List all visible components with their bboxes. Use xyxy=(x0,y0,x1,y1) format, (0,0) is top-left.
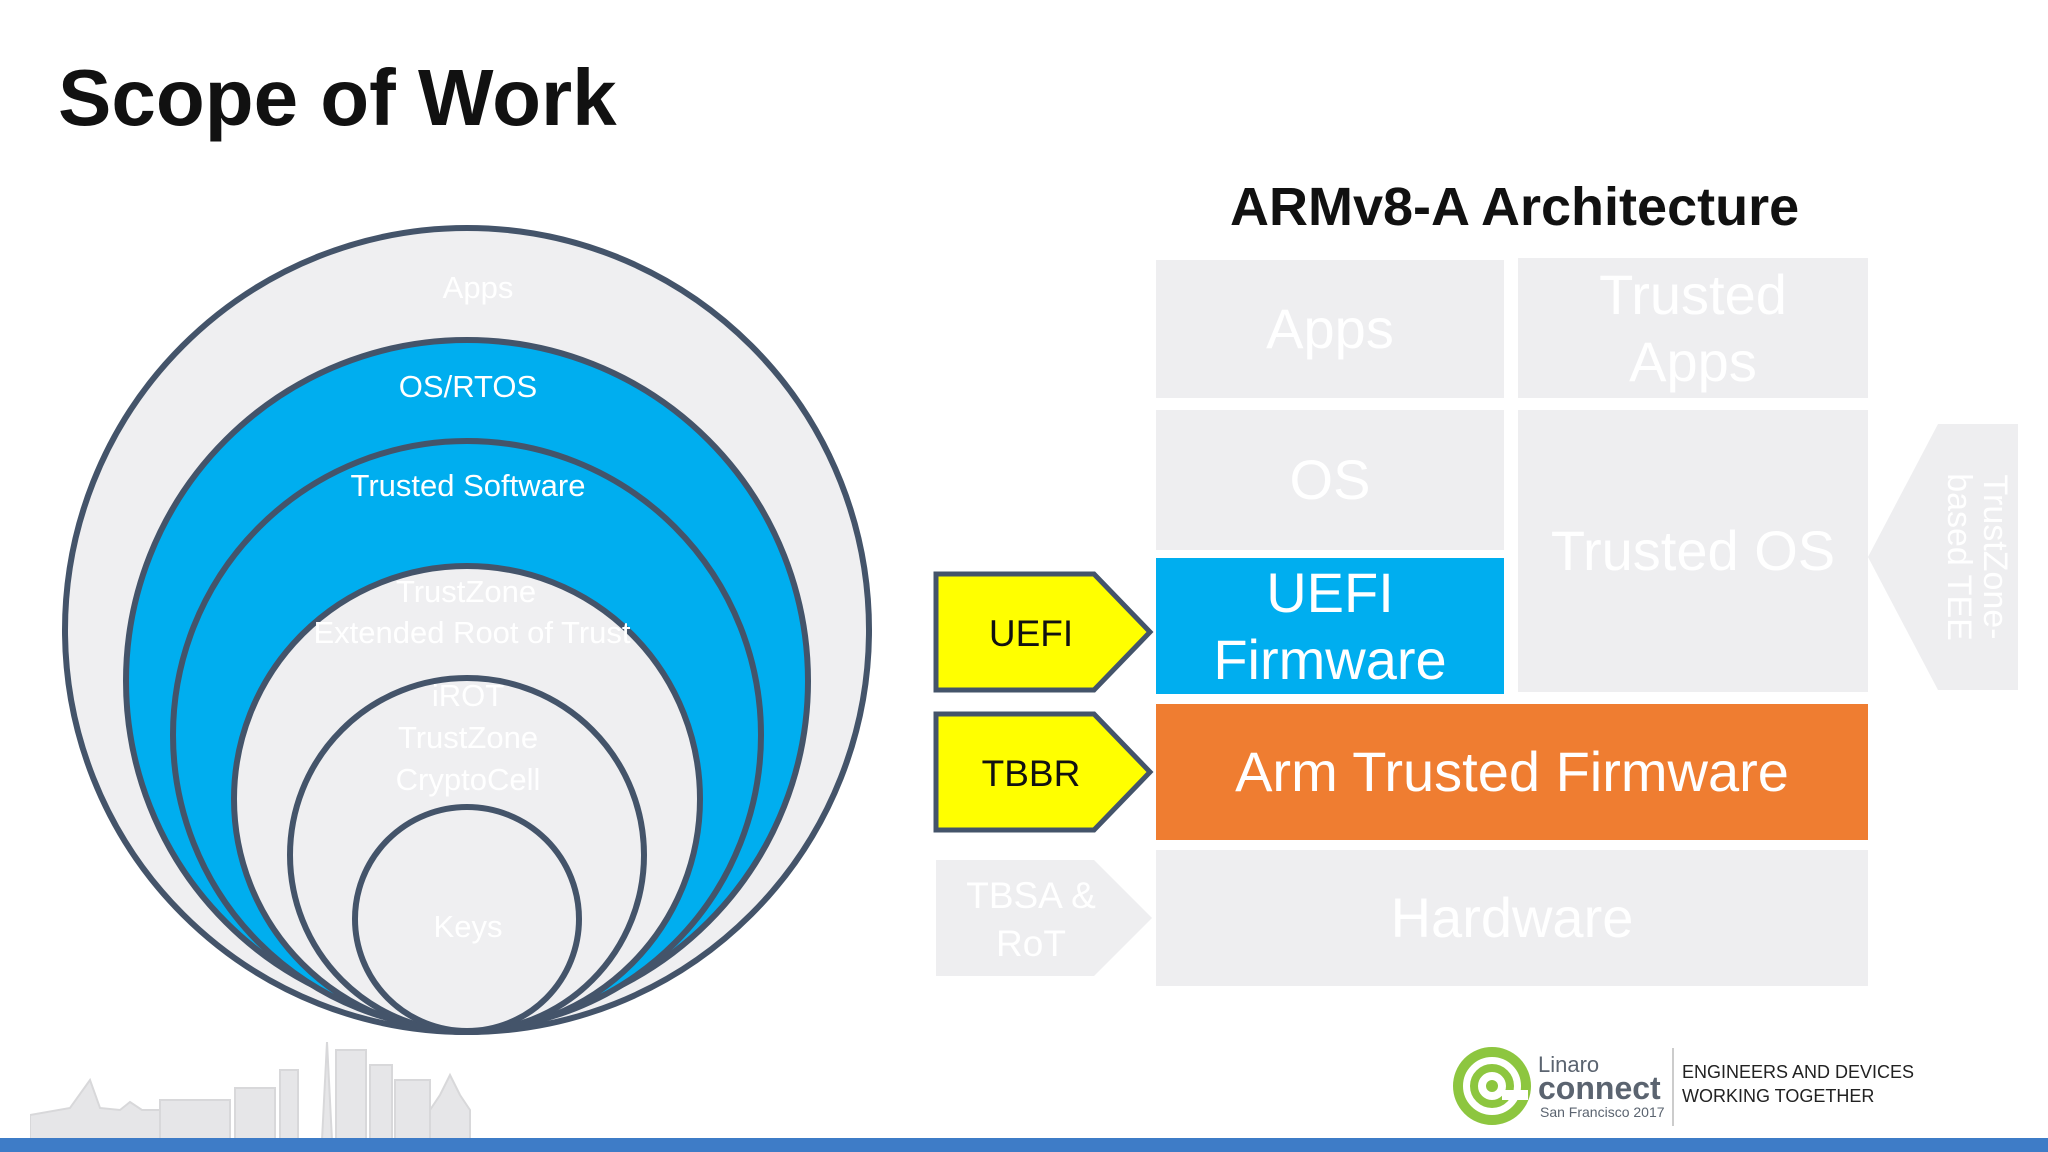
tee-arrow-label-1: TrustZone- xyxy=(1976,474,2014,639)
footer-divider xyxy=(1672,1048,1674,1126)
skyline-graphic xyxy=(30,1041,471,1140)
tbsa-arrow-label-2: RoT xyxy=(996,923,1066,964)
circle-label-os-rtos: OS/RTOS xyxy=(399,369,537,404)
brand-connect: connect xyxy=(1538,1070,1661,1106)
circle-label-irot-trustzone: TrustZone xyxy=(398,720,538,755)
block-os: OS xyxy=(1156,410,1504,550)
tbbr-arrow-shape xyxy=(933,711,1154,833)
brand-location: San Francisco 2017 xyxy=(1540,1104,1665,1120)
block-trusted-apps-label-1: Trusted xyxy=(1599,262,1787,326)
block-trusted-apps: Trusted Apps xyxy=(1518,258,1868,398)
block-os-label: OS xyxy=(1289,448,1371,512)
footer-tagline-line-1: ENGINEERS AND DEVICES xyxy=(1682,1062,1915,1082)
circle-label-trustzone: TrustZone xyxy=(396,574,536,609)
tee-arrow-label-2: based TEE xyxy=(1940,473,1978,641)
block-hardware-label: Hardware xyxy=(1390,886,1634,950)
scope-circles-diagram: Apps OS/RTOS Trusted Software TrustZone … xyxy=(62,225,872,1035)
tbbr-arrow-label: TBBR xyxy=(982,753,1081,794)
tbsa-arrow-label-1: TBSA & xyxy=(966,875,1096,916)
block-uefi-firmware-label-1: UEFI xyxy=(1266,560,1394,624)
circle-label-irot: iROT xyxy=(432,678,504,713)
circle-label-cryptocell: CryptoCell xyxy=(396,762,541,797)
tee-arrow: TrustZone- based TEE xyxy=(1868,424,2018,690)
uefi-arrow-shape xyxy=(933,571,1154,693)
slide-title: Scope of Work xyxy=(58,53,617,142)
block-trusted-os: Trusted OS xyxy=(1518,410,1868,692)
block-hardware: Hardware xyxy=(1156,850,1868,986)
footer-tagline: ENGINEERS AND DEVICES WORKING TOGETHER xyxy=(1682,1060,1914,1108)
block-apps-label: Apps xyxy=(1266,297,1394,361)
tee-arrow-shape xyxy=(1868,424,2018,690)
footer-bar xyxy=(0,1138,2048,1152)
tbsa-arrow-shape xyxy=(936,860,1152,976)
brand-linaro: Linaro xyxy=(1538,1052,1600,1077)
arch-title: ARMv8-A Architecture xyxy=(1230,177,1800,237)
block-arm-trusted-firmware-label: Arm Trusted Firmware xyxy=(1235,740,1789,804)
circle-label-trusted-software: Trusted Software xyxy=(351,468,586,503)
circle-label-keys: Keys xyxy=(434,909,503,944)
footer-tagline-line-2: WORKING TOGETHER xyxy=(1682,1086,1875,1106)
uefi-arrow-label: UEFI xyxy=(989,613,1073,654)
standards-arrows: UEFI TBBR TBSA & RoT xyxy=(933,571,1154,976)
circle-label-extended-root: Extended Root of Trust xyxy=(313,615,630,650)
linaro-connect-logo-icon xyxy=(1453,1047,1531,1125)
block-arm-trusted-firmware: Arm Trusted Firmware xyxy=(1156,704,1868,840)
block-trusted-os-label: Trusted OS xyxy=(1550,519,1836,583)
circle-keys xyxy=(352,804,582,1034)
block-uefi-firmware-label-2: Firmware xyxy=(1213,628,1447,691)
block-trusted-apps-label-2: Apps xyxy=(1629,330,1757,393)
block-apps: Apps xyxy=(1156,260,1504,398)
circle-label-apps: Apps xyxy=(443,270,514,305)
block-uefi-firmware: UEFI Firmware xyxy=(1156,558,1504,694)
